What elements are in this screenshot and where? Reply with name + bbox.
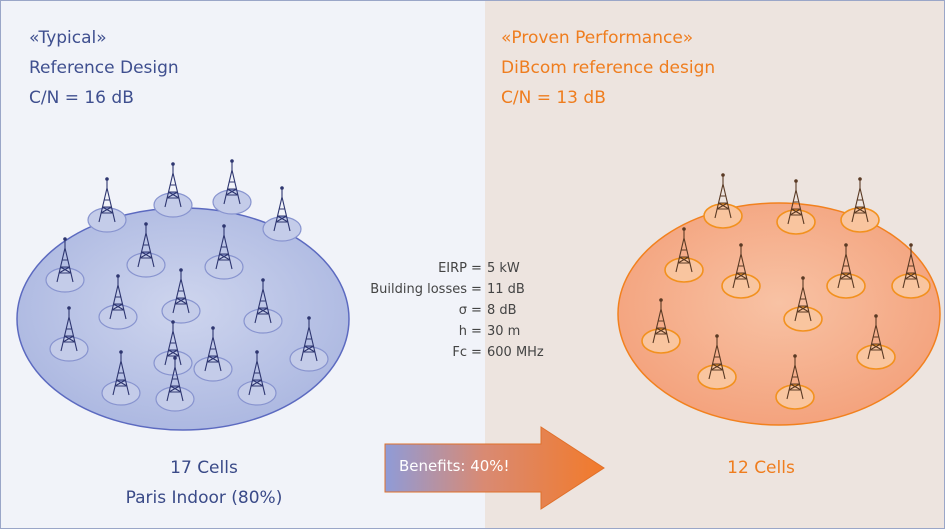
parameter-value: 30 m (487, 324, 521, 339)
cell-tower-icon (703, 172, 743, 229)
parameter-label: σ (458, 303, 467, 318)
typical-label: «Typical» (29, 28, 107, 48)
parameter-value: 5 kW (487, 261, 520, 276)
parameter-row: EIRP=5 kW (361, 258, 601, 279)
parameter-label: h (458, 324, 467, 339)
cell-tower-icon (212, 158, 252, 215)
parameter-value: 11 dB (487, 282, 525, 297)
parameter-row: Fc=600 MHz (361, 342, 601, 363)
cell-tower-icon (87, 176, 127, 233)
parameter-row: h=30 m (361, 321, 601, 342)
reference-design-label: Reference Design (29, 58, 179, 78)
parameter-label: EIRP (438, 261, 467, 276)
parameter-label: Fc (452, 345, 467, 360)
benefits-label: Benefits: 40%! (399, 457, 510, 475)
typical-design-title: «Typical» Reference Design C/N = 16 dB (29, 23, 179, 113)
proven-performance-label: «Proven Performance» (501, 28, 694, 48)
parameters-list: EIRP=5 kW Building losses=11 dB σ=8 dB h… (361, 258, 601, 363)
proven-caption: 12 Cells (701, 453, 821, 483)
proven-cn-label: C/N = 13 dB (501, 88, 606, 108)
typical-cn-label: C/N = 16 dB (29, 88, 134, 108)
benefits-arrow (384, 426, 605, 510)
dibcom-design-label: DiBcom reference design (501, 58, 716, 78)
parameter-value: 8 dB (487, 303, 517, 318)
proven-design-title: «Proven Performance» DiBcom reference de… (501, 23, 715, 113)
parameter-row: Building losses=11 dB (361, 279, 601, 300)
parameter-row: σ=8 dB (361, 300, 601, 321)
cell-tower-icon (840, 176, 880, 233)
parameter-label: Building losses (370, 282, 467, 297)
cell-tower-icon (153, 161, 193, 218)
typical-coverage-note: Paris Indoor (80%) (125, 488, 283, 508)
parameter-value: 600 MHz (487, 345, 544, 360)
proven-cell-count: 12 Cells (727, 458, 795, 478)
proven-coverage-area (617, 202, 941, 426)
typical-caption: 17 Cells Paris Indoor (80%) (99, 453, 309, 513)
typical-cell-count: 17 Cells (170, 458, 238, 478)
cell-tower-icon (262, 185, 302, 242)
